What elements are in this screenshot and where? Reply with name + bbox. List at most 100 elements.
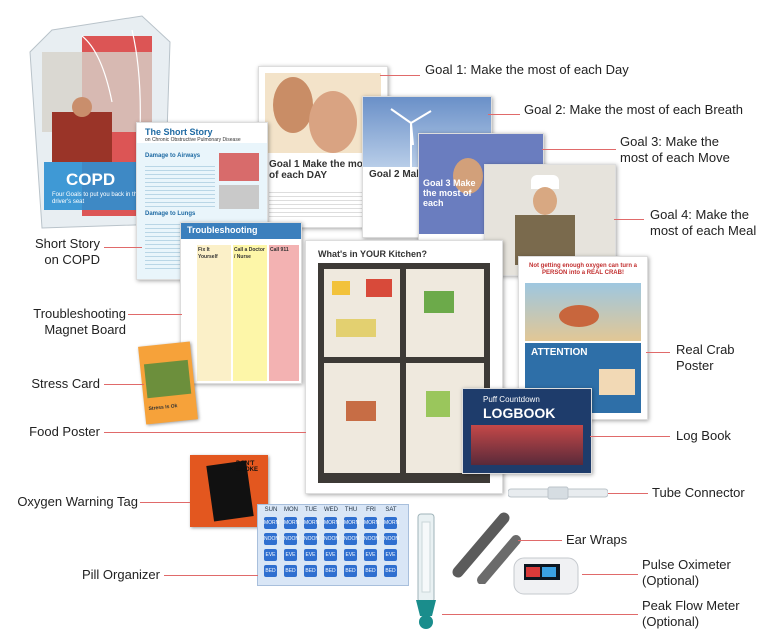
leader-peak-flow	[442, 614, 638, 615]
ear-wraps	[452, 510, 522, 585]
crab-poster-heading: Not getting enough oxygen can turn a PER…	[529, 263, 637, 276]
pulse-oximeter	[512, 552, 582, 598]
label-goal4-line1: Goal 4: Make the	[650, 207, 749, 222]
trouble-col-fix: Fix It Yourself	[198, 247, 218, 260]
short-story-subtitle: on Chronic Obstructive Pulmonary Disease	[145, 137, 241, 143]
label-troubleshooting-line2: Magnet Board	[44, 322, 126, 337]
short-story-heading-lungs: Damage to Lungs	[145, 211, 196, 217]
pill-compartment: NOON	[284, 533, 299, 545]
pill-compartment: NOON	[384, 533, 399, 545]
pill-compartment: BED	[324, 565, 337, 577]
label-goal1: Goal 1: Make the most of each Day	[425, 62, 629, 77]
pill-compartment: MORN	[344, 517, 359, 529]
pill-compartment: NOON	[344, 533, 359, 545]
crab-poster-attention: ATTENTION	[531, 347, 588, 358]
leader-goal4	[614, 219, 644, 220]
label-crab-line2: Poster	[676, 358, 714, 373]
label-pulse-line1: Pulse Oximeter	[642, 557, 731, 572]
goal3-title: Goal 3 Make the most of each	[423, 178, 476, 208]
label-pill-organizer: Pill Organizer	[81, 567, 160, 582]
pill-compartment: MORN	[324, 517, 339, 529]
leader-crab-poster	[646, 352, 670, 353]
pill-compartment: EVE	[364, 549, 377, 561]
label-oxygen-tag: Oxygen Warning Tag	[17, 494, 138, 509]
label-short-story-line1: Short Story	[34, 236, 100, 251]
pill-compartment: EVE	[384, 549, 397, 561]
pill-compartment: NOON	[304, 533, 319, 545]
bag-subtitle: Four Goals to put you back in the driver…	[52, 192, 141, 205]
pill-compartment: BED	[304, 565, 317, 577]
label-tube-connector: Tube Connector	[652, 485, 745, 500]
pill-compartment: MORN	[304, 517, 319, 529]
label-goal3-line2: most of each Move	[620, 150, 730, 165]
pill-compartment: MORN	[364, 517, 379, 529]
pill-compartment: EVE	[304, 549, 317, 561]
label-troubleshooting-line1: Troubleshooting	[33, 306, 126, 321]
pill-day-mon: MON	[284, 507, 298, 513]
label-log-book: Log Book	[676, 428, 731, 443]
logbook-title-2: LOGBOOK	[483, 405, 556, 421]
peak-flow-meter	[412, 512, 442, 630]
pill-compartment: NOON	[324, 533, 339, 545]
logbook-title: Puff Countdown	[483, 395, 540, 404]
short-story-heading-airways: Damage to Airways	[145, 153, 201, 159]
leader-oxygen-tag	[140, 502, 190, 503]
pill-compartment: BED	[264, 565, 277, 577]
label-goal2: Goal 2: Make the most of each Breath	[524, 102, 743, 117]
label-goal4-line2: most of each Meal	[650, 223, 757, 238]
goal1-title: Goal 1 Make the most of each DAY	[269, 159, 372, 181]
leader-stress-card	[104, 384, 144, 385]
goal2-title: Goal 2 Make	[369, 169, 428, 180]
trouble-col-call-doctor: Call a Doctor / Nurse	[234, 247, 265, 260]
tube-connector	[507, 486, 609, 500]
short-story-title: The Short Story	[145, 127, 213, 137]
pill-day-sat: SAT	[385, 507, 397, 513]
pill-compartment: NOON	[264, 533, 279, 545]
oxygen-tag-text: DON'T SMOKE	[236, 461, 259, 473]
leader-goal3	[542, 149, 616, 150]
troubleshooting-title: Troubleshooting	[187, 225, 258, 235]
pill-day-tue: TUE	[305, 507, 317, 513]
label-peak-line1: Peak Flow Meter	[642, 598, 740, 613]
pill-compartment: NOON	[364, 533, 379, 545]
label-ear-wraps: Ear Wraps	[566, 532, 628, 547]
leader-pill-organizer	[164, 575, 258, 576]
pill-compartment: MORN	[284, 517, 299, 529]
label-peak-line2: (Optional)	[642, 614, 700, 629]
label-goal3-line1: Goal 3: Make the	[620, 134, 719, 149]
leader-short-story	[104, 247, 142, 248]
label-food-poster: Food Poster	[29, 424, 100, 439]
pill-compartment: BED	[384, 565, 397, 577]
pill-compartment: EVE	[284, 549, 297, 561]
leader-food-poster	[104, 432, 306, 433]
pill-compartment: BED	[284, 565, 297, 577]
trouble-col-911: Call 911	[270, 247, 289, 253]
pill-compartment: BED	[364, 565, 377, 577]
pill-day-thu: THU	[344, 507, 358, 513]
leader-pulse-oximeter	[582, 574, 638, 575]
pill-compartment: EVE	[324, 549, 337, 561]
troubleshooting-board: Troubleshooting Fix It Yourself Call a D…	[180, 222, 302, 384]
leader-troubleshooting	[128, 314, 182, 315]
oxygen-warning-tag: DON'T SMOKE	[190, 455, 268, 527]
pill-day-fri: FRI	[366, 507, 376, 513]
label-short-story-line2: on COPD	[44, 252, 100, 267]
label-crab-line1: Real Crab	[676, 342, 735, 357]
stress-card: Stress Is Ok	[138, 341, 198, 425]
leader-tube-connector	[608, 493, 648, 494]
label-pulse-line2: (Optional)	[642, 573, 700, 588]
bag-title: COPD	[66, 170, 116, 189]
label-stress-card: Stress Card	[31, 376, 100, 391]
log-book: Puff Countdown LOGBOOK	[462, 388, 592, 474]
pill-compartment: BED	[344, 565, 357, 577]
pill-day-wed: WED	[324, 507, 338, 513]
stress-card-text: Stress Is Ok	[148, 403, 178, 413]
pill-compartment: MORN	[384, 517, 399, 529]
leader-log-book	[590, 436, 670, 437]
leader-goal2	[488, 114, 520, 115]
pill-compartment: EVE	[344, 549, 357, 561]
leader-ear-wraps	[518, 540, 562, 541]
pill-compartment: EVE	[264, 549, 277, 561]
food-poster-title: What's in YOUR Kitchen?	[318, 249, 427, 259]
